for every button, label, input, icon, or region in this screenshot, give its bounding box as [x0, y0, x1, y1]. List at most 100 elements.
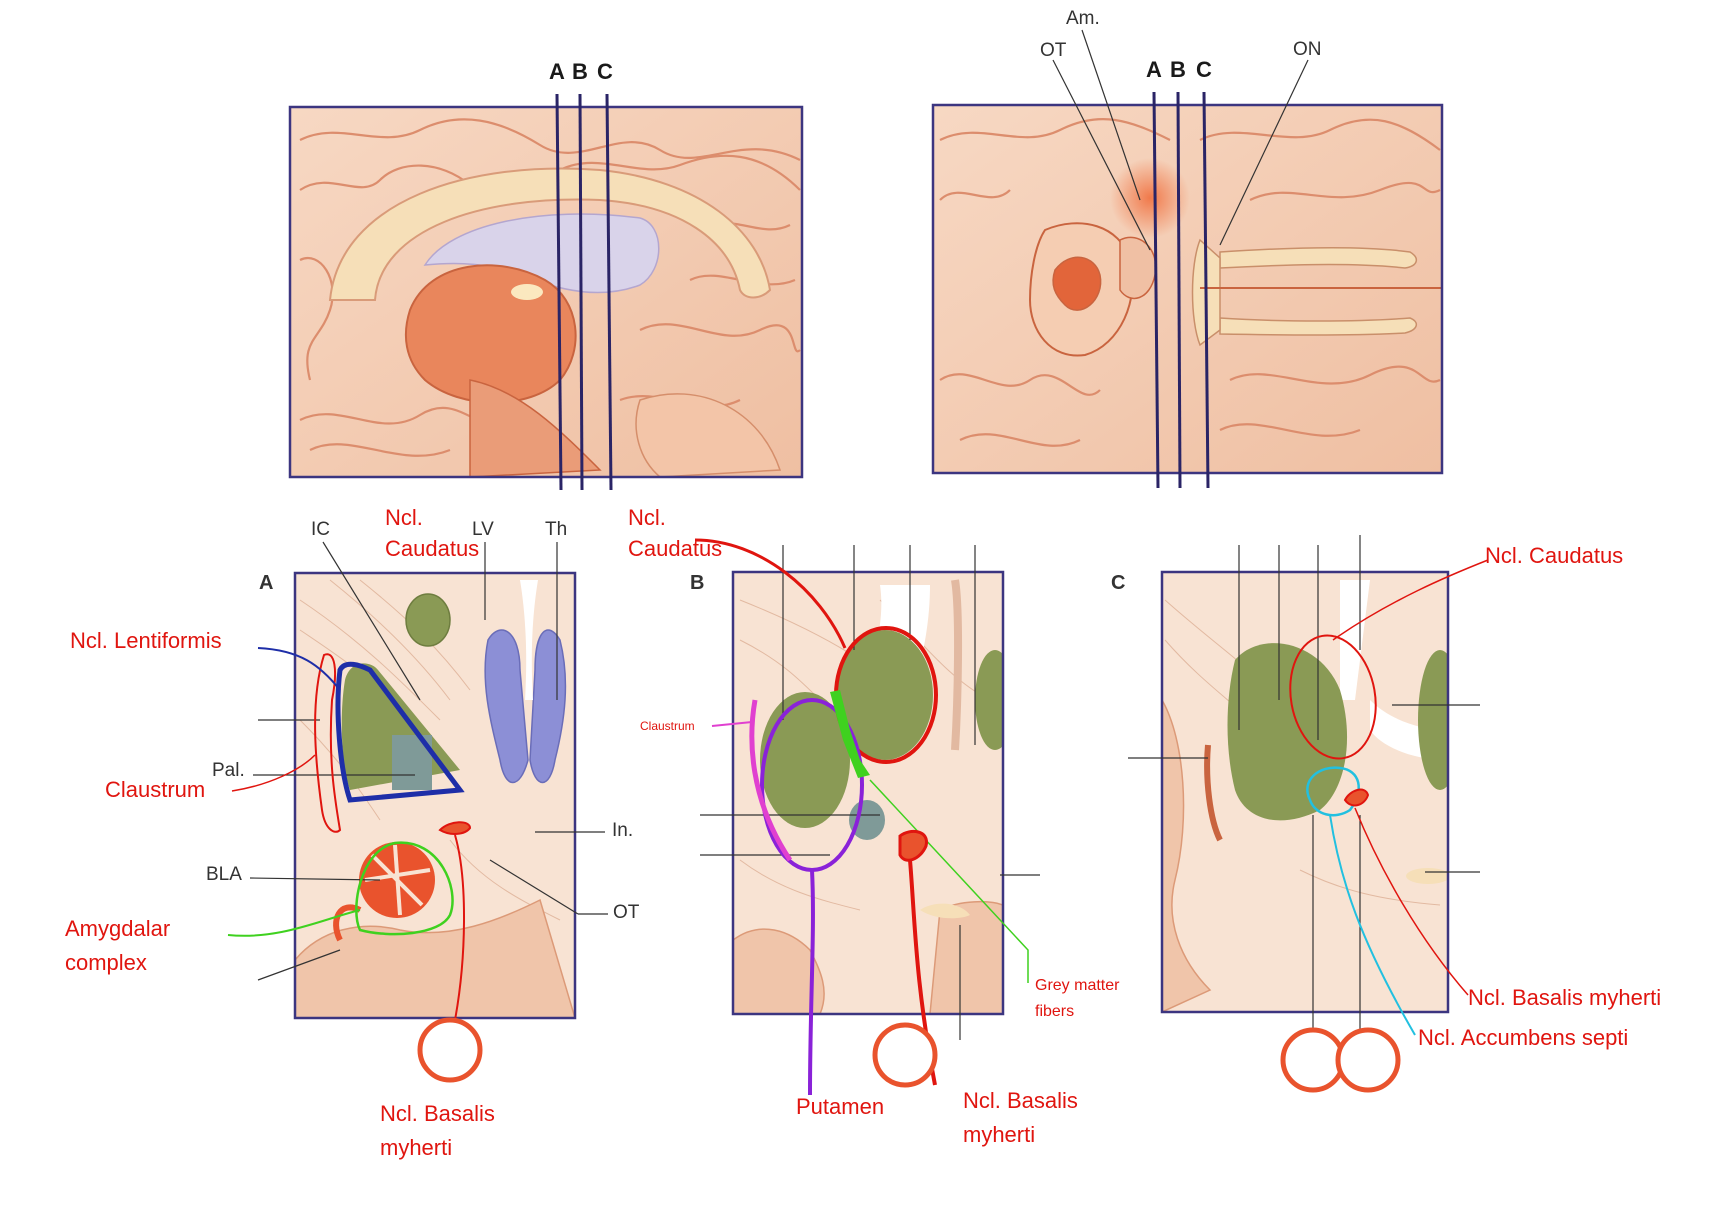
basalis-label-c: Ncl. Basalis myherti [1468, 985, 1661, 1010]
ventral-cut-line-c [1202, 91, 1210, 489]
amygdalar-label-line2: complex [65, 950, 147, 975]
ventral-brain-panel: Am. OT ON A B C [931, 8, 1444, 489]
section-c-frame [1160, 570, 1450, 1014]
section-a-letter: A [259, 572, 273, 594]
lentiformis-leader [257, 647, 341, 691]
cut-label-c: C [597, 59, 613, 84]
am-leader [1081, 29, 1141, 201]
temporal-lobe-b-right [929, 900, 1003, 1014]
grey-matter-label-line1: Grey matter [1035, 977, 1120, 994]
contralateral-striatum-c [1418, 650, 1448, 790]
accumbens-circle-left [1280, 1027, 1346, 1093]
label-ot: OT [613, 902, 640, 923]
optic-nerve-lower [1219, 317, 1417, 336]
basalis-outline-b [898, 829, 928, 862]
cut-line-b [578, 93, 584, 491]
grey-matter-fibers-marker [830, 690, 870, 778]
on-leader [1219, 59, 1309, 246]
caudatus-label-b-line2: Caudatus [628, 536, 722, 561]
accumbens-circle-right [1335, 1027, 1401, 1093]
section-a-tissue [295, 579, 575, 1018]
sagittal-frame [288, 105, 804, 479]
section-b-letter: B [690, 572, 704, 594]
caudate-a [405, 593, 451, 647]
accumbens-leader [1329, 814, 1416, 1036]
putamen-label: Putamen [796, 1094, 884, 1119]
section-a-frame [293, 571, 577, 1020]
claustrum-leader-a [231, 754, 316, 792]
leader-ot [489, 859, 579, 915]
brainstem [469, 379, 602, 478]
label-pal: Pal. [212, 760, 245, 781]
hippocampus-a [333, 904, 362, 942]
temporal-lobe [635, 393, 782, 478]
cut-line-a [555, 93, 563, 491]
basalis-circle-a [417, 1017, 483, 1083]
section-c-tissue [1162, 580, 1448, 1012]
section-b-leaders [700, 545, 1040, 1040]
label-bla: BLA [206, 864, 242, 885]
cut-line-c [605, 93, 613, 491]
lentiformis-label: Ncl. Lentiformis [70, 628, 222, 653]
basalis-label-b-line1: Ncl. Basalis [963, 1088, 1078, 1113]
ventral-cut-label-a: A [1146, 57, 1162, 82]
grey-matter-label-line2: fibers [1035, 1003, 1074, 1020]
thalamus [404, 264, 577, 404]
caudatus-label-b-line1: Ncl. [628, 505, 666, 530]
amygdala-nuclei-a [364, 844, 431, 916]
label-th: Th [545, 519, 567, 540]
claustrum-label-b: Claustrum [640, 719, 695, 733]
ventral-cut-line-b [1176, 91, 1182, 489]
accumbens-outline [1306, 766, 1360, 817]
septum-b [951, 579, 963, 751]
corpus-callosum [328, 167, 772, 301]
claustrum-leader-b [711, 721, 753, 727]
leader-bla [249, 877, 381, 881]
basalis-outline-c [1343, 788, 1370, 807]
sagittal-brain-panel: A B C [288, 59, 804, 491]
septum-a [520, 580, 538, 700]
label-ot-top: OT [1040, 40, 1067, 61]
temporal-lobe-a [295, 898, 575, 1018]
caudatus-label-a-line2: Caudatus [385, 536, 479, 561]
ventral-gyri [939, 118, 1441, 447]
section-c-leaders [1128, 535, 1480, 1045]
optic-c [1406, 868, 1448, 884]
brainstem-core [1052, 256, 1102, 311]
label-lv: LV [472, 519, 494, 540]
amygdala-highlight [1110, 158, 1190, 238]
basalis-label-a-line1: Ncl. Basalis [380, 1101, 495, 1126]
lentiformis-outline [335, 661, 465, 803]
amygdalar-outline [355, 841, 454, 936]
leader-unlabeled-a2 [257, 949, 341, 981]
basalis-label-b-line2: myherti [963, 1122, 1035, 1147]
section-b-tissue [733, 579, 1003, 1014]
temporal-lobe-b [733, 928, 825, 1014]
leader-ic [322, 541, 421, 701]
caudatus-outline-c [1289, 634, 1377, 760]
ventral-frame [931, 103, 1444, 475]
section-a: A IC LV Th Pal. BLA In. OT Ncl. Caudatus [65, 505, 640, 1160]
section-c-letter: C [1111, 572, 1125, 594]
ventral-cut-line-a [1152, 91, 1160, 489]
basalis-circle-b [872, 1022, 938, 1088]
label-in: In. [612, 820, 633, 841]
claustrum-label-a: Claustrum [105, 777, 205, 802]
basalis-label-a-line2: myherti [380, 1135, 452, 1160]
caudatus-leader-c [1332, 559, 1489, 641]
claustrum-outline-a [314, 653, 342, 833]
basalis-outline-a [438, 821, 472, 835]
interthalamic-adhesion [511, 284, 543, 300]
claustrum-outline-b [749, 699, 793, 862]
label-ic: IC [311, 519, 330, 540]
label-am: Am. [1066, 8, 1100, 29]
cut-label-a: A [549, 59, 565, 84]
amygdalar-label-line1: Amygdalar [65, 916, 170, 941]
caudatus-leader-b [694, 538, 847, 649]
amygdalar-leader [227, 909, 361, 937]
ventricle-left [484, 629, 529, 783]
contralateral-caudate-b [975, 650, 1003, 750]
striatum-c [1227, 643, 1348, 821]
caudate-b [837, 630, 933, 760]
